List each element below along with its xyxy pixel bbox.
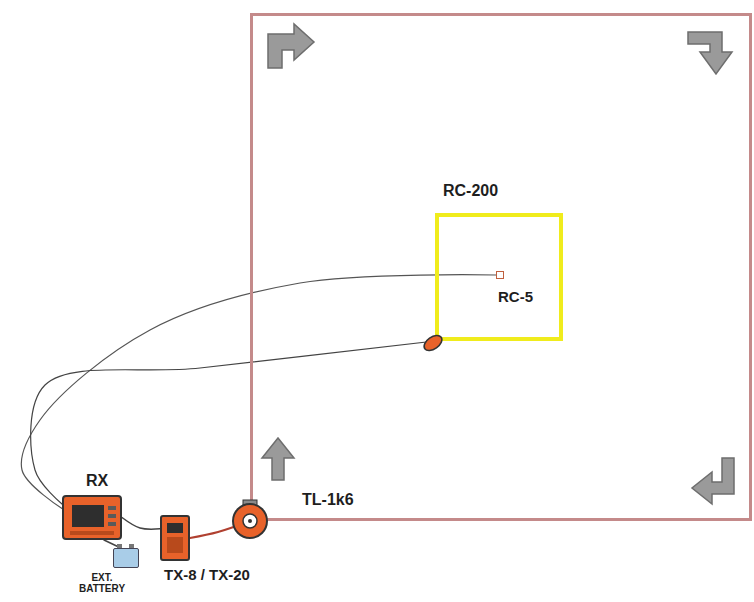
node-label: RC-200: [443, 181, 498, 200]
node-label: RC-5: [498, 288, 533, 306]
small-receiver-coil: RC-5: [496, 271, 504, 279]
cable: [21, 275, 496, 509]
cable: [31, 341, 435, 504]
device-strip: [70, 531, 114, 535]
device-button: [108, 514, 116, 518]
direction-arrow: [262, 438, 294, 480]
node-label: RX: [86, 471, 108, 490]
device-button: [108, 506, 116, 510]
device-screen: [72, 505, 104, 527]
spool-hub: [243, 514, 257, 528]
transmitter-loop: TL-1k6RC-200RC-5: [250, 13, 752, 521]
direction-arrow: [268, 24, 314, 68]
cable: [190, 521, 250, 538]
spool-axle: [248, 519, 252, 523]
battery-terminal: [129, 544, 134, 548]
receiver-coil: RC-200RC-5: [435, 213, 563, 341]
node-label: TL-1k6: [302, 490, 354, 509]
battery-terminal: [117, 544, 122, 548]
cable: [122, 518, 160, 530]
direction-arrow: [692, 458, 734, 504]
node-label: EXT. BATTERY: [72, 572, 132, 594]
device-panel: [167, 523, 183, 533]
device-button: [108, 522, 116, 526]
direction-arrow: [688, 32, 732, 74]
node-label: TX-8 / TX-20: [164, 566, 250, 584]
receiver-unit: RX: [62, 495, 122, 540]
cable-spool: [233, 504, 267, 538]
transmitter-unit: TX-8 / TX-20: [160, 515, 190, 561]
battery: EXT. BATTERY: [113, 548, 139, 568]
device-panel: [167, 537, 183, 553]
coil-connector: [421, 332, 444, 353]
spool-handle: [243, 500, 257, 506]
